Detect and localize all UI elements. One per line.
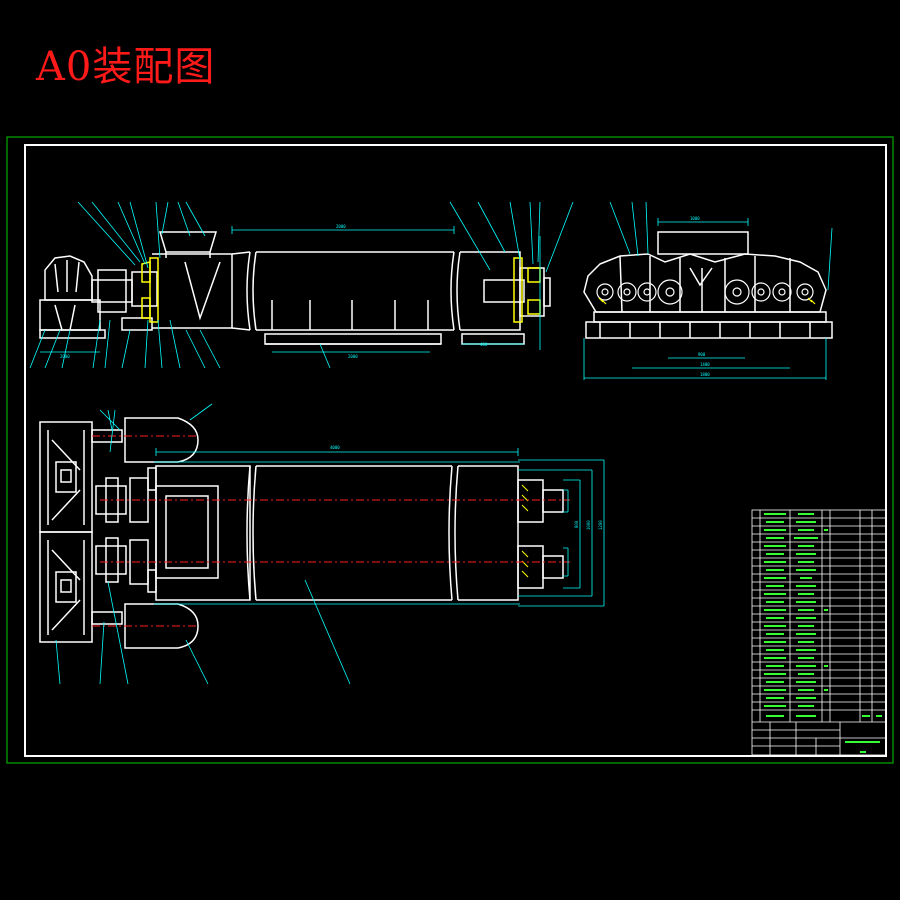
side-view-labels: 1000 900 1400 1800 [690, 216, 710, 377]
drawing-title: A0装配图 [36, 44, 216, 90]
front-view-dimensions [29, 201, 574, 369]
plan-view-labels: 4000 1200 1000 800 [330, 445, 603, 530]
parts-list [751, 509, 887, 756]
svg-text:2000: 2000 [348, 354, 358, 359]
svg-text:2000: 2000 [336, 224, 346, 229]
plan-view-dimensions [55, 403, 605, 685]
svg-text:1400: 1400 [700, 362, 710, 367]
outer-frame [6, 136, 894, 764]
inner-frame [24, 144, 887, 757]
svg-text:4000: 4000 [330, 445, 340, 450]
parts-list-text [764, 513, 882, 753]
front-view [39, 231, 551, 345]
plan-view-hatch [521, 484, 529, 578]
plan-view-centerlines [92, 435, 570, 627]
side-view-dimensions [583, 201, 833, 380]
plan-view [39, 417, 564, 649]
svg-text:1000: 1000 [690, 216, 700, 221]
side-view-gears [596, 279, 814, 305]
svg-text:1200: 1200 [598, 520, 603, 530]
side-view-hatch [598, 297, 816, 305]
svg-text:460: 460 [480, 342, 488, 347]
front-view-labels: 2000 2000 2000 460 [60, 224, 488, 359]
svg-text:1000: 1000 [586, 520, 591, 530]
svg-text:2000: 2000 [60, 354, 70, 359]
svg-text:800: 800 [574, 520, 579, 528]
svg-text:900: 900 [698, 352, 706, 357]
svg-text:1800: 1800 [700, 372, 710, 377]
